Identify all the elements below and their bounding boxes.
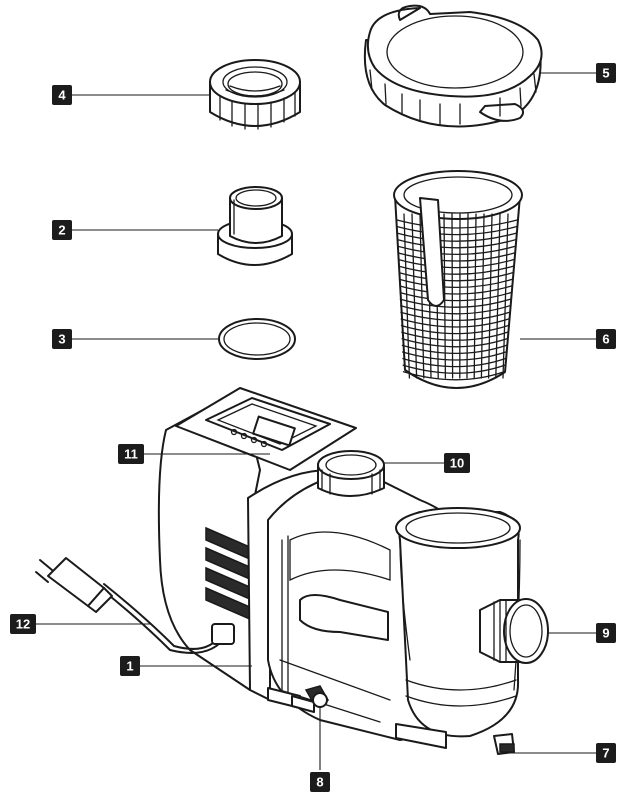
callout-label: 6 (602, 332, 609, 347)
basket-mesh-ring (396, 225, 518, 236)
basket-mesh-rib (495, 213, 501, 379)
basket-mesh-rib (451, 213, 454, 379)
basket-mesh-rib (487, 213, 493, 379)
basket-mesh-ring (396, 219, 518, 229)
callout-label: 7 (602, 746, 609, 761)
callout-badge-2: 2 (52, 220, 72, 240)
basket-mesh-rib (480, 213, 485, 379)
basket-mesh-ring (400, 311, 510, 321)
basket-mesh-ring (402, 364, 506, 374)
callout-label: 4 (58, 88, 66, 103)
basket-mesh-ring (397, 239, 516, 249)
basket-mesh-rib (419, 213, 425, 379)
basket-mesh-ring (402, 371, 505, 381)
callout-badge-8: 8 (310, 772, 330, 792)
pipe-adapter-drawing (217, 186, 293, 266)
basket-mesh-ring (397, 245, 516, 255)
callout-badge-12: 12 (10, 614, 36, 634)
basket-mesh-rib (473, 213, 477, 379)
callout-label: 5 (602, 66, 609, 81)
callout-label: 9 (602, 626, 609, 641)
strainer-basket-drawing (393, 170, 523, 389)
callout-label: 11 (124, 447, 138, 462)
basket-mesh-ring (397, 252, 515, 262)
callout-label: 12 (16, 617, 30, 632)
o-ring-drawing (218, 318, 296, 360)
basket-mesh-rib (411, 213, 418, 379)
basket-mesh-ring (400, 305, 511, 315)
basket-mesh-rib (466, 213, 469, 379)
callout-badge-9: 9 (596, 623, 616, 643)
basket-mesh-ring (398, 258, 515, 269)
basket-mesh-rib (502, 213, 509, 379)
callout-badge-3: 3 (52, 329, 72, 349)
callout-badge-6: 6 (596, 329, 616, 349)
basket-mesh-ring (399, 291, 512, 302)
callout-label: 2 (58, 223, 65, 238)
callout-label: 8 (316, 775, 323, 790)
basket-mesh-ring (396, 232, 517, 242)
callout-badge-1: 1 (120, 656, 140, 676)
basket-mesh-ring (399, 298, 511, 308)
power-cable-drawing (35, 557, 235, 654)
callout-label: 3 (58, 332, 65, 347)
callout-badge-10: 10 (444, 453, 470, 473)
basket-mesh-ring (398, 272, 514, 282)
leader-lines (36, 72, 596, 770)
basket-mesh-ring (401, 351, 507, 361)
callout-label: 10 (450, 456, 464, 471)
basket-mesh-ring (398, 278, 513, 288)
basket-mesh-ring (399, 285, 512, 295)
callout-label: 1 (126, 659, 133, 674)
strainer-lid-drawing (363, 4, 543, 128)
callout-badge-11: 11 (118, 444, 144, 464)
callout-badge-7: 7 (596, 743, 616, 763)
basket-mesh-ring (402, 357, 506, 368)
union-nut-drawing (209, 59, 301, 130)
basket-mesh-rib (403, 213, 411, 379)
pump-body-drawing (157, 387, 549, 755)
basket-mesh-ring (398, 265, 514, 275)
callout-badge-4: 4 (52, 85, 72, 105)
callout-badge-5: 5 (596, 63, 616, 83)
